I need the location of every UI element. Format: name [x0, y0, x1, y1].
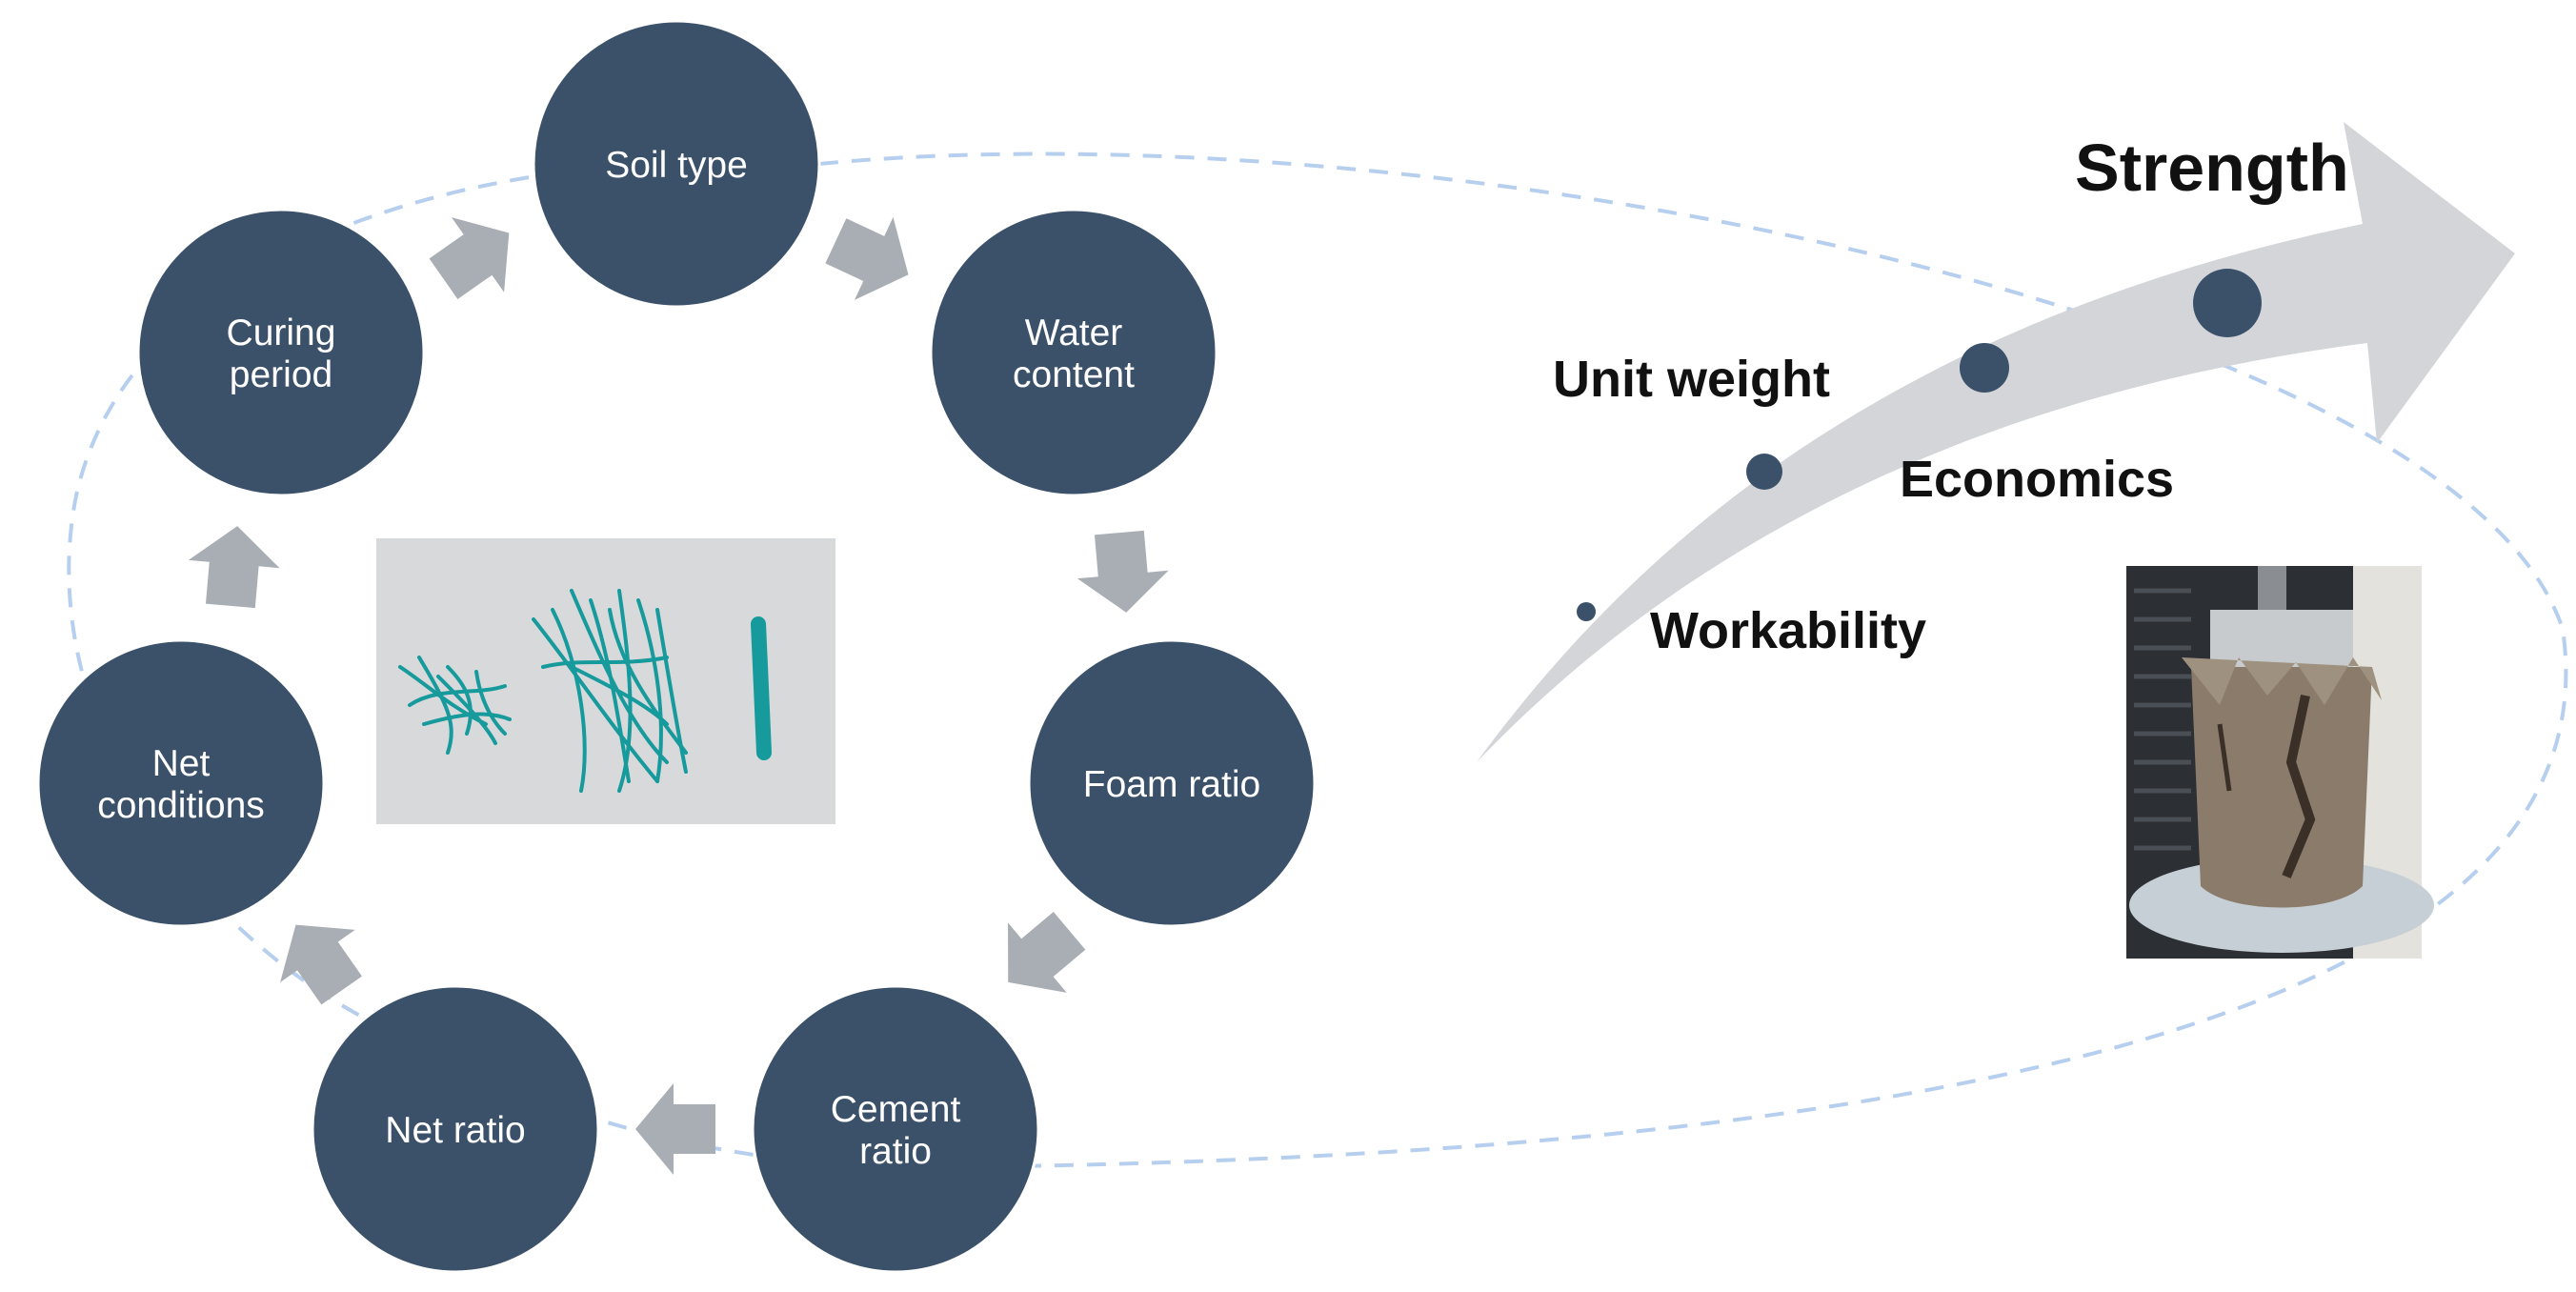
workability-label: Workability	[1650, 602, 1926, 659]
economics-dot	[1960, 343, 2009, 393]
curing-period-label-line-2: period	[230, 354, 332, 395]
factor-node-net-ratio: Net ratio	[311, 984, 600, 1274]
strength-label: Strength	[2075, 131, 2349, 205]
cement-ratio-label-line-2: ratio	[859, 1131, 932, 1172]
net-conditions-label-line-2: conditions	[97, 785, 265, 826]
step-arrow-5	[280, 924, 362, 1005]
unit-weight-label: Unit weight	[1553, 351, 1830, 408]
soil-type-circle	[532, 19, 821, 309]
step-arrow-7	[429, 217, 510, 299]
step-arrow-4	[635, 1083, 715, 1175]
unit-weight-dot	[1746, 454, 1782, 490]
cement-ratio-label-line-1: Cement	[831, 1089, 961, 1130]
factor-node-soil-type: Soil type	[532, 19, 821, 309]
workability-dot	[1577, 602, 1596, 621]
economics-label: Economics	[1900, 451, 2174, 508]
foam-ratio-label-line-1: Foam ratio	[1083, 764, 1260, 805]
outcome-dots	[1577, 269, 2262, 621]
step-arrow-3	[1008, 911, 1086, 993]
big-curved-arrow	[1477, 122, 2515, 762]
water-content-label-line-1: Water	[1025, 313, 1123, 353]
step-arrows	[188, 216, 1169, 1175]
net-ratio-label-line-1: Net ratio	[385, 1110, 525, 1151]
net-conditions-label-line-1: Net	[152, 743, 211, 784]
net-ratio-circle	[311, 984, 600, 1274]
strength-dot	[2193, 269, 2262, 337]
factor-node-foam-ratio: Foam ratio	[1027, 638, 1317, 928]
water-content-label-line-2: content	[1013, 354, 1135, 395]
curing-period-circle	[136, 208, 426, 497]
net-fibers-photo	[376, 538, 835, 824]
failed-specimen-photo	[2126, 566, 2434, 959]
net-conditions-circle	[36, 638, 326, 928]
foam-ratio-circle	[1027, 638, 1317, 928]
soil-type-label-line-1: Soil type	[605, 145, 748, 186]
water-content-circle	[929, 208, 1218, 497]
step-arrow-6	[188, 526, 280, 609]
step-arrow-2	[1077, 530, 1169, 613]
cement-ratio-circle	[751, 984, 1040, 1274]
curing-period-label-line-1: Curing	[227, 313, 336, 353]
step-arrow-1	[825, 216, 909, 300]
